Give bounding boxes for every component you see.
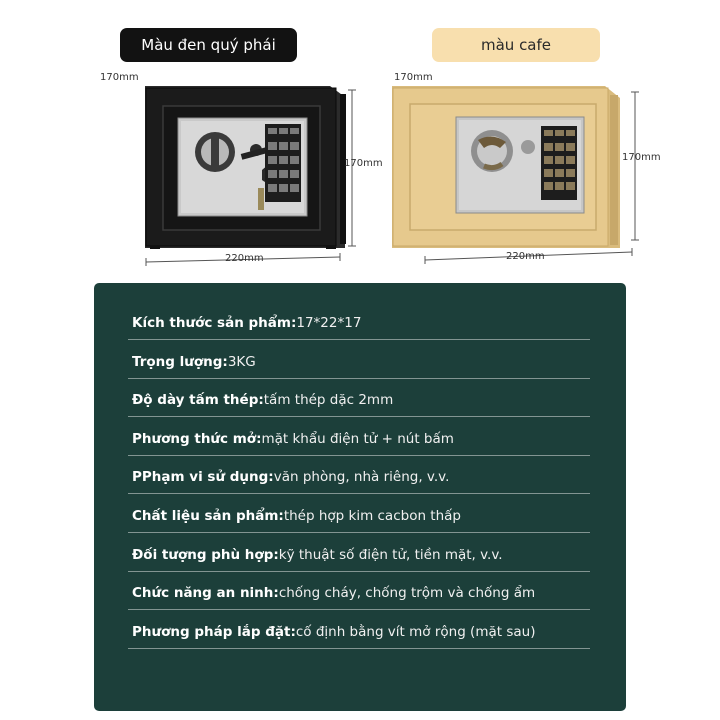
spec-row: Phương thức mở: mặt khẩu điện tử + nút b…	[132, 420, 592, 458]
spec-value: 17*22*17	[296, 315, 362, 331]
cafe-width-label: 220mm	[506, 251, 545, 262]
black-safe-image	[145, 86, 346, 249]
spec-value: văn phòng, nhà riêng, v.v.	[273, 469, 450, 486]
cafe-safe-image	[392, 86, 620, 248]
black-safe-dimensions	[145, 89, 356, 266]
spec-row: Phương pháp lắp đặt: cố định bằng vít mở…	[132, 613, 592, 651]
spec-key: Đối tượng phù hợp:	[132, 546, 279, 563]
spec-value: 3KG	[227, 353, 256, 370]
cafe-safe-dimensions	[424, 91, 639, 264]
spec-row: Kích thước sản phẩm: 17*22*17	[132, 304, 592, 342]
spec-key: PPhạm vi sử dụng:	[132, 469, 274, 486]
spec-divider	[128, 416, 590, 418]
spec-value: chống cháy, chống trộm và chống ẩm	[278, 585, 536, 602]
black-height-label: 170mm	[344, 158, 383, 169]
cafe-height-label: 170mm	[622, 152, 661, 163]
variant-label-cafe: màu cafe	[432, 28, 600, 62]
product-images: 170mm 170mm 220mm 170mm 170	[100, 72, 661, 266]
spec-key: Phương pháp lắp đặt:	[132, 623, 296, 640]
spec-divider	[128, 609, 590, 611]
variant-label-black-text: Màu đen quý phái	[141, 36, 276, 54]
spec-divider	[128, 647, 590, 649]
spec-divider	[128, 377, 590, 379]
spec-divider	[128, 493, 590, 495]
spec-row: PPhạm vi sử dụng: văn phòng, nhà riêng, …	[132, 458, 592, 496]
spec-row: Chức năng an ninh: chống cháy, chống trộ…	[132, 574, 592, 612]
spec-value: kỹ thuật số điện tử, tiền mặt, v.v.	[278, 546, 503, 563]
spec-key: Trọng lượng:	[132, 353, 228, 370]
spec-divider	[128, 532, 590, 533]
spec-divider	[128, 570, 590, 572]
spec-divider	[128, 454, 590, 456]
variant-label-black: Màu đen quý phái	[120, 28, 297, 62]
spec-divider	[128, 339, 590, 340]
cafe-depth-label: 170mm	[394, 72, 433, 83]
spec-row: Trọng lượng: 3KG	[132, 343, 592, 381]
spec-value: mặt khẩu điện tử + nút bấm	[261, 430, 454, 447]
spec-value: thép hợp kim cacbon thấp	[283, 508, 461, 524]
spec-value: cố định bằng vít mở rộng (mặt sau)	[295, 623, 536, 640]
spec-row: Độ dày tấm thép: tấm thép dặc 2mm	[132, 381, 592, 419]
spec-key: Phương thức mở:	[132, 430, 262, 447]
spec-key: Chất liệu sản phẩm:	[132, 508, 284, 524]
spec-value: tấm thép dặc 2mm	[263, 392, 394, 409]
spec-row: Chất liệu sản phẩm: thép hợp kim cacbon …	[132, 497, 592, 535]
black-depth-label: 170mm	[100, 72, 139, 83]
black-width-label: 220mm	[225, 253, 264, 264]
spec-row: Đối tượng phù hợp: kỹ thuật số điện tử, …	[132, 536, 592, 574]
spec-key: Kích thước sản phẩm:	[132, 315, 297, 331]
spec-key: Chức năng an ninh:	[132, 585, 279, 602]
variant-label-cafe-text: màu cafe	[480, 36, 552, 54]
spec-key: Độ dày tấm thép:	[132, 392, 264, 409]
